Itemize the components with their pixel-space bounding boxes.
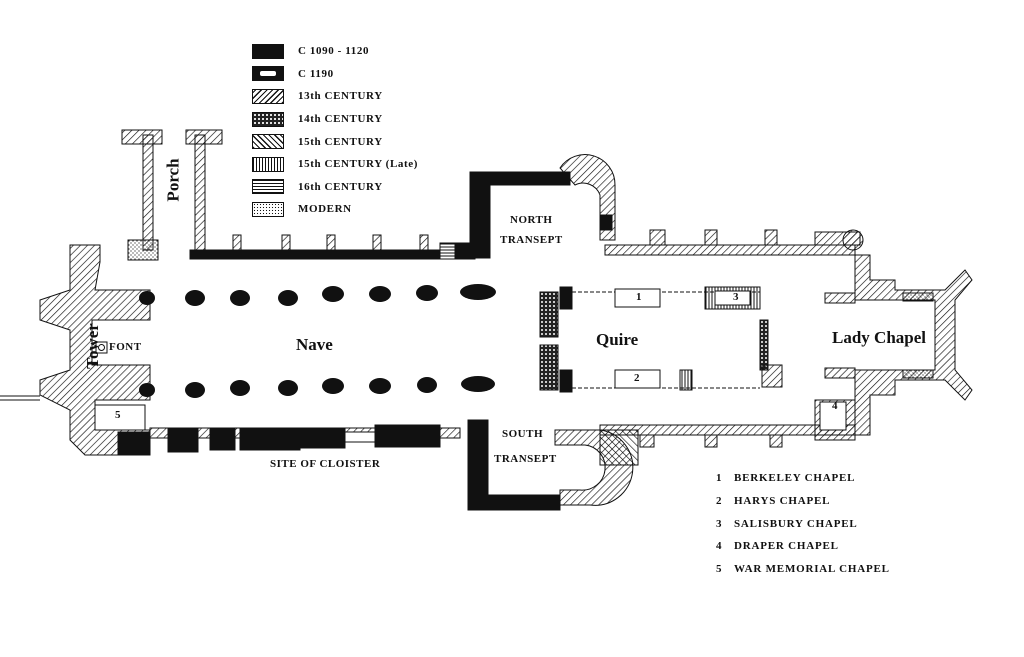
chapel-marker-1: 1 bbox=[636, 291, 642, 303]
font-icon bbox=[95, 341, 108, 354]
porch-east-wall bbox=[194, 134, 206, 256]
font-label: FONT bbox=[109, 341, 142, 353]
horizontal-lines-swatch bbox=[252, 179, 284, 195]
black-white-center-swatch bbox=[252, 66, 284, 82]
legend-item: C 1190 bbox=[252, 63, 418, 86]
chapel-marker-3: 3 bbox=[733, 291, 739, 303]
berkeley-chapel bbox=[614, 288, 661, 308]
south-transept-label-1: SOUTH bbox=[502, 428, 544, 440]
porch-label: Porch bbox=[163, 158, 183, 202]
diagonal-hatch-swatch bbox=[252, 88, 284, 104]
dots-swatch bbox=[252, 201, 284, 217]
south-transept-label-2: TRANSEPT bbox=[494, 453, 557, 465]
nave-north-wall bbox=[189, 249, 441, 260]
legend-item: 15th CENTURY (Late) bbox=[252, 153, 418, 176]
quire-label: Quire bbox=[596, 330, 639, 349]
legend-item: 15th CENTURY bbox=[252, 130, 418, 153]
tower-label: Tower bbox=[82, 323, 102, 369]
back-diagonal-swatch bbox=[252, 134, 284, 150]
legend-item: C 1090 - 1120 bbox=[252, 40, 418, 63]
cloister-label: SITE OF CLOISTER bbox=[270, 458, 381, 470]
north-transept-label-2: TRANSEPT bbox=[500, 234, 563, 246]
chapel-marker-5: 5 bbox=[115, 409, 121, 421]
legend-item: 13th CENTURY bbox=[252, 85, 418, 108]
nave-label: Nave bbox=[296, 335, 333, 354]
chapel-marker-2: 2 bbox=[634, 372, 640, 384]
lady-chapel-label: Lady Chapel bbox=[832, 328, 926, 347]
solid-black-swatch bbox=[252, 43, 284, 59]
porch-west-wall bbox=[142, 134, 154, 251]
crosshatch-swatch bbox=[252, 111, 284, 127]
legend: C 1090 - 1120 C 1190 13th CENTURY 14th C… bbox=[252, 40, 418, 221]
nave-piers bbox=[139, 284, 496, 398]
chapel-marker-4: 4 bbox=[832, 400, 838, 412]
harys-chapel bbox=[614, 369, 661, 389]
quire-north-wall bbox=[604, 244, 856, 256]
legend-item: MODERN bbox=[252, 198, 418, 221]
legend-item: 14th CENTURY bbox=[252, 108, 418, 131]
lady-chapel-walls bbox=[854, 254, 973, 436]
north-transept-label-1: NORTH bbox=[510, 214, 553, 226]
legend-item: 16th CENTURY bbox=[252, 176, 418, 199]
vertical-lines-swatch bbox=[252, 156, 284, 172]
